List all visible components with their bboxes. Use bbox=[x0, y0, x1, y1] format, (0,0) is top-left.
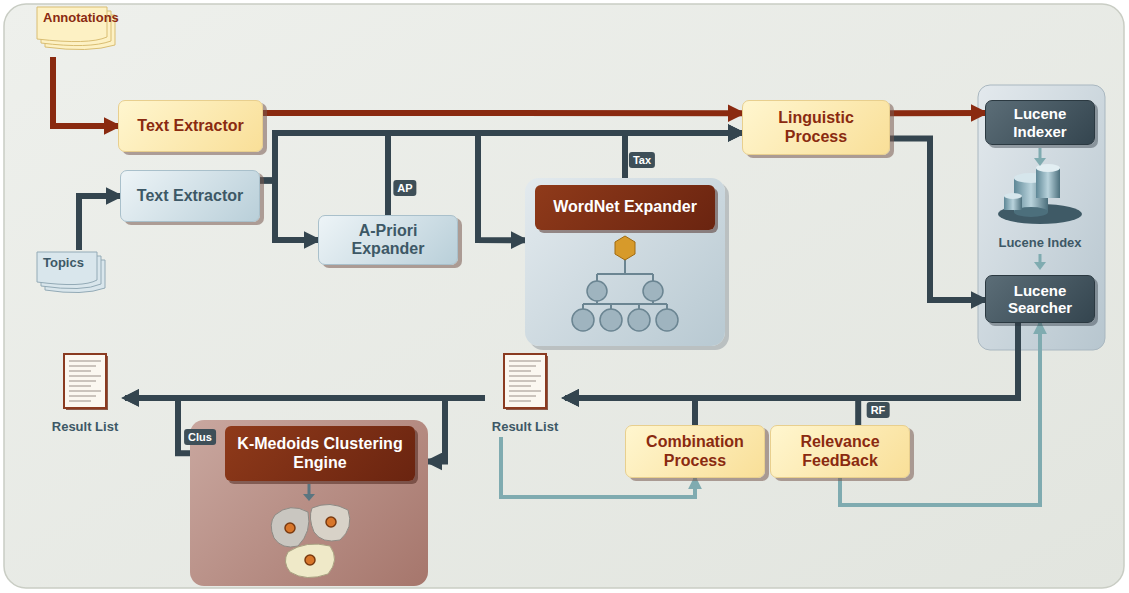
process-box: Relevance FeedBack bbox=[770, 425, 910, 478]
node-text: Text Extractor bbox=[137, 117, 243, 135]
flow-arrow bbox=[565, 398, 858, 425]
node-text: Annotations bbox=[43, 11, 119, 26]
edge-tag: RF bbox=[867, 402, 890, 418]
index-arrows bbox=[1034, 148, 1046, 270]
lucene-box: Lucene Indexer bbox=[985, 100, 1095, 145]
node-text: A-Priori Expander bbox=[329, 222, 447, 259]
edge-tag: Tax bbox=[629, 152, 655, 168]
node-text: WordNet Expander bbox=[553, 198, 697, 216]
process-box: Combination Process bbox=[625, 425, 765, 478]
panel-header: WordNet Expander bbox=[535, 185, 715, 230]
flow-arrow bbox=[890, 139, 985, 301]
document-icon bbox=[485, 352, 565, 412]
flow-arrow bbox=[260, 133, 742, 180]
flow-arrow bbox=[125, 398, 190, 453]
node-text: Topics bbox=[43, 256, 84, 271]
node-text: Result List bbox=[485, 420, 565, 435]
lucene-index-cylinder bbox=[998, 164, 1082, 224]
lucene-panel bbox=[978, 85, 1105, 350]
node-text: Lucene Indexer bbox=[996, 105, 1084, 140]
node-text: Lucene Searcher bbox=[996, 282, 1084, 317]
process-box: Linguistic Process bbox=[742, 100, 890, 155]
node-text: Linguistic Process bbox=[753, 109, 879, 146]
document-stack: Annotations bbox=[35, 5, 125, 57]
document-stack: Topics bbox=[35, 250, 115, 300]
flow-arrow bbox=[890, 110, 985, 116]
module-panel: WordNet Expander bbox=[525, 178, 725, 346]
panel-header: K-Medoids Clustering Engine bbox=[225, 426, 415, 481]
node-text: Text Extractor bbox=[137, 187, 243, 205]
flow-arrow bbox=[53, 57, 118, 126]
node-text: Combination Process bbox=[636, 433, 754, 470]
result-document: Result List bbox=[485, 352, 565, 437]
lucene-box: Lucene Searcher bbox=[985, 275, 1095, 323]
part-label: Lucene Index bbox=[998, 235, 1081, 250]
flow-arrow bbox=[428, 398, 485, 462]
process-box: Text Extractor bbox=[120, 170, 260, 222]
result-document: Result List bbox=[45, 352, 125, 437]
flow-arrow bbox=[565, 398, 695, 425]
edge-tag: AP bbox=[393, 180, 416, 196]
document-icon bbox=[45, 352, 125, 412]
flow-arrow bbox=[625, 133, 742, 178]
process-box: Text Extractor bbox=[118, 100, 263, 152]
flow-arrow bbox=[79, 196, 120, 250]
edge-tag: Clus bbox=[184, 429, 216, 445]
module-panel: K-Medoids Clustering Engine bbox=[190, 420, 428, 586]
flow-arrow bbox=[260, 180, 318, 240]
flow-arrow bbox=[263, 110, 742, 116]
node-text: Result List bbox=[45, 420, 125, 435]
node-text: K-Medoids Clustering Engine bbox=[233, 435, 407, 472]
outer-frame bbox=[4, 4, 1124, 588]
process-box: A-Priori Expander bbox=[318, 215, 458, 265]
node-text: Relevance FeedBack bbox=[781, 433, 899, 470]
